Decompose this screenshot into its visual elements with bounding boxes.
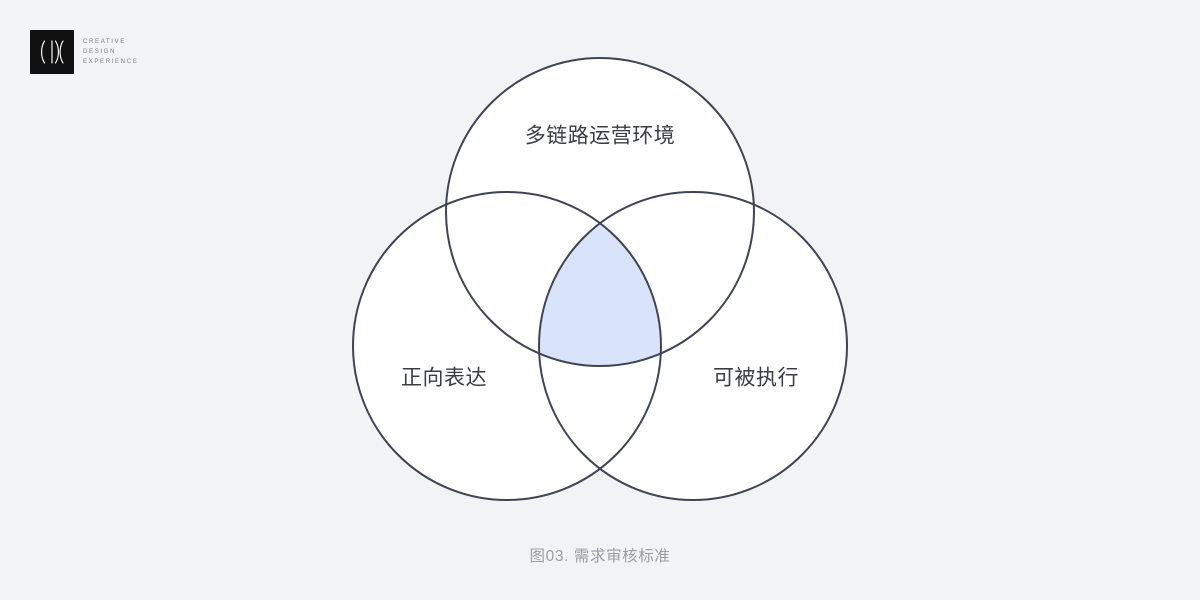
venn-circle-right[interactable] xyxy=(538,191,848,501)
venn-label-right: 可被执行 xyxy=(713,367,799,390)
venn-circle-top[interactable] xyxy=(445,57,755,367)
brand-wordmark: CREATIVE DESIGN EXPERIENCE xyxy=(83,38,138,67)
cdx-monogram-icon xyxy=(30,30,74,74)
figure-caption: 图03. 需求审核标准 xyxy=(530,547,671,565)
venn-label-top: 多链路运营环境 xyxy=(525,125,676,148)
venn-circle-left[interactable] xyxy=(352,191,662,501)
wordmark-line-2: DESIGN xyxy=(83,47,117,55)
wordmark-line-3: EXPERIENCE xyxy=(83,58,139,66)
wordmark-line-1: CREATIVE xyxy=(83,37,126,45)
triple-intersection-region xyxy=(539,192,661,366)
brand-logo: CREATIVE DESIGN EXPERIENCE xyxy=(30,30,138,74)
venn-label-left: 正向表达 xyxy=(401,367,487,390)
